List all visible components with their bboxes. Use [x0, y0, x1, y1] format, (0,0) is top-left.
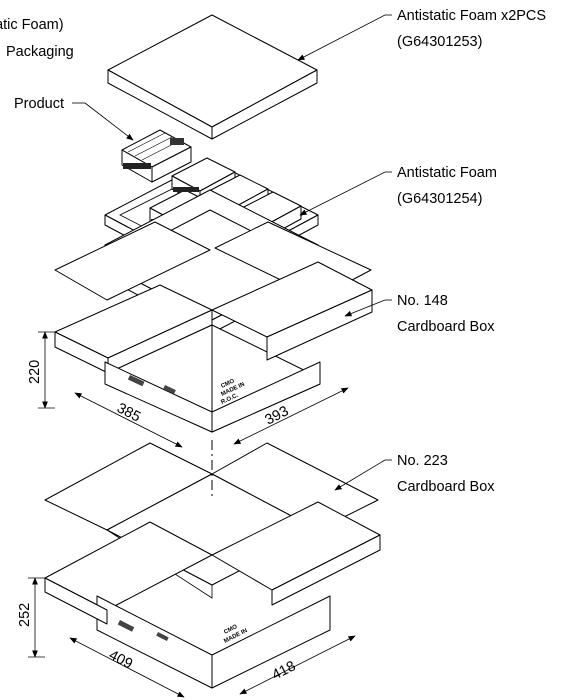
dim-box223-height: 252: [17, 603, 33, 627]
label-foam-mid-line2: (G64301254): [397, 191, 482, 207]
label-box148-line2: Cardboard Box: [397, 319, 495, 335]
label-foam-top-line1: Antistatic Foam x2PCS: [397, 8, 546, 24]
label-box223-line2: Cardboard Box: [397, 479, 495, 495]
dim-box223-length: 409: [106, 647, 135, 672]
label-box148-line1: No. 148: [397, 293, 448, 309]
label-packaging-line1: (Antistatic Foam): [0, 17, 64, 33]
label-packaging-line2: Packaging: [6, 44, 74, 60]
callout-labels: (Antistatic Foam) Packaging Product Anti…: [0, 8, 546, 495]
top-foam-slab: [107, 14, 318, 140]
dimension-lines: [28, 331, 356, 698]
label-foam-mid-line1: Antistatic Foam: [397, 165, 497, 181]
product-unit-single: [121, 129, 192, 183]
label-box223-line1: No. 223: [397, 453, 448, 469]
dim-box148-height: 220: [27, 360, 43, 384]
svg-text:CMO: CMO: [223, 624, 238, 636]
leader-lines: [72, 14, 392, 491]
label-product: Product: [14, 96, 64, 112]
label-foam-top-line2: (G64301253): [397, 34, 482, 50]
svg-text:CMO: CMO: [220, 378, 236, 389]
dim-box223-width: 418: [270, 658, 299, 683]
dim-box148-length: 385: [114, 400, 143, 425]
